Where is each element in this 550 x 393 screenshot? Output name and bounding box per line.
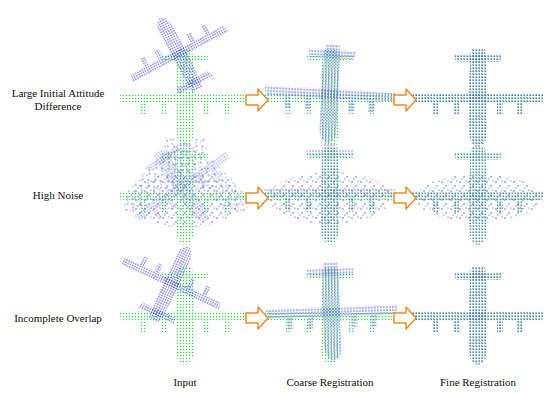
column-label: Input: [125, 376, 245, 389]
row-label: Large Initial Attitude Difference: [4, 87, 112, 113]
row-label: Incomplete Overlap: [4, 312, 112, 325]
column-label: Fine Registration: [413, 376, 543, 389]
row-label: High Noise: [4, 189, 112, 202]
column-label: Coarse Registration: [265, 376, 395, 389]
